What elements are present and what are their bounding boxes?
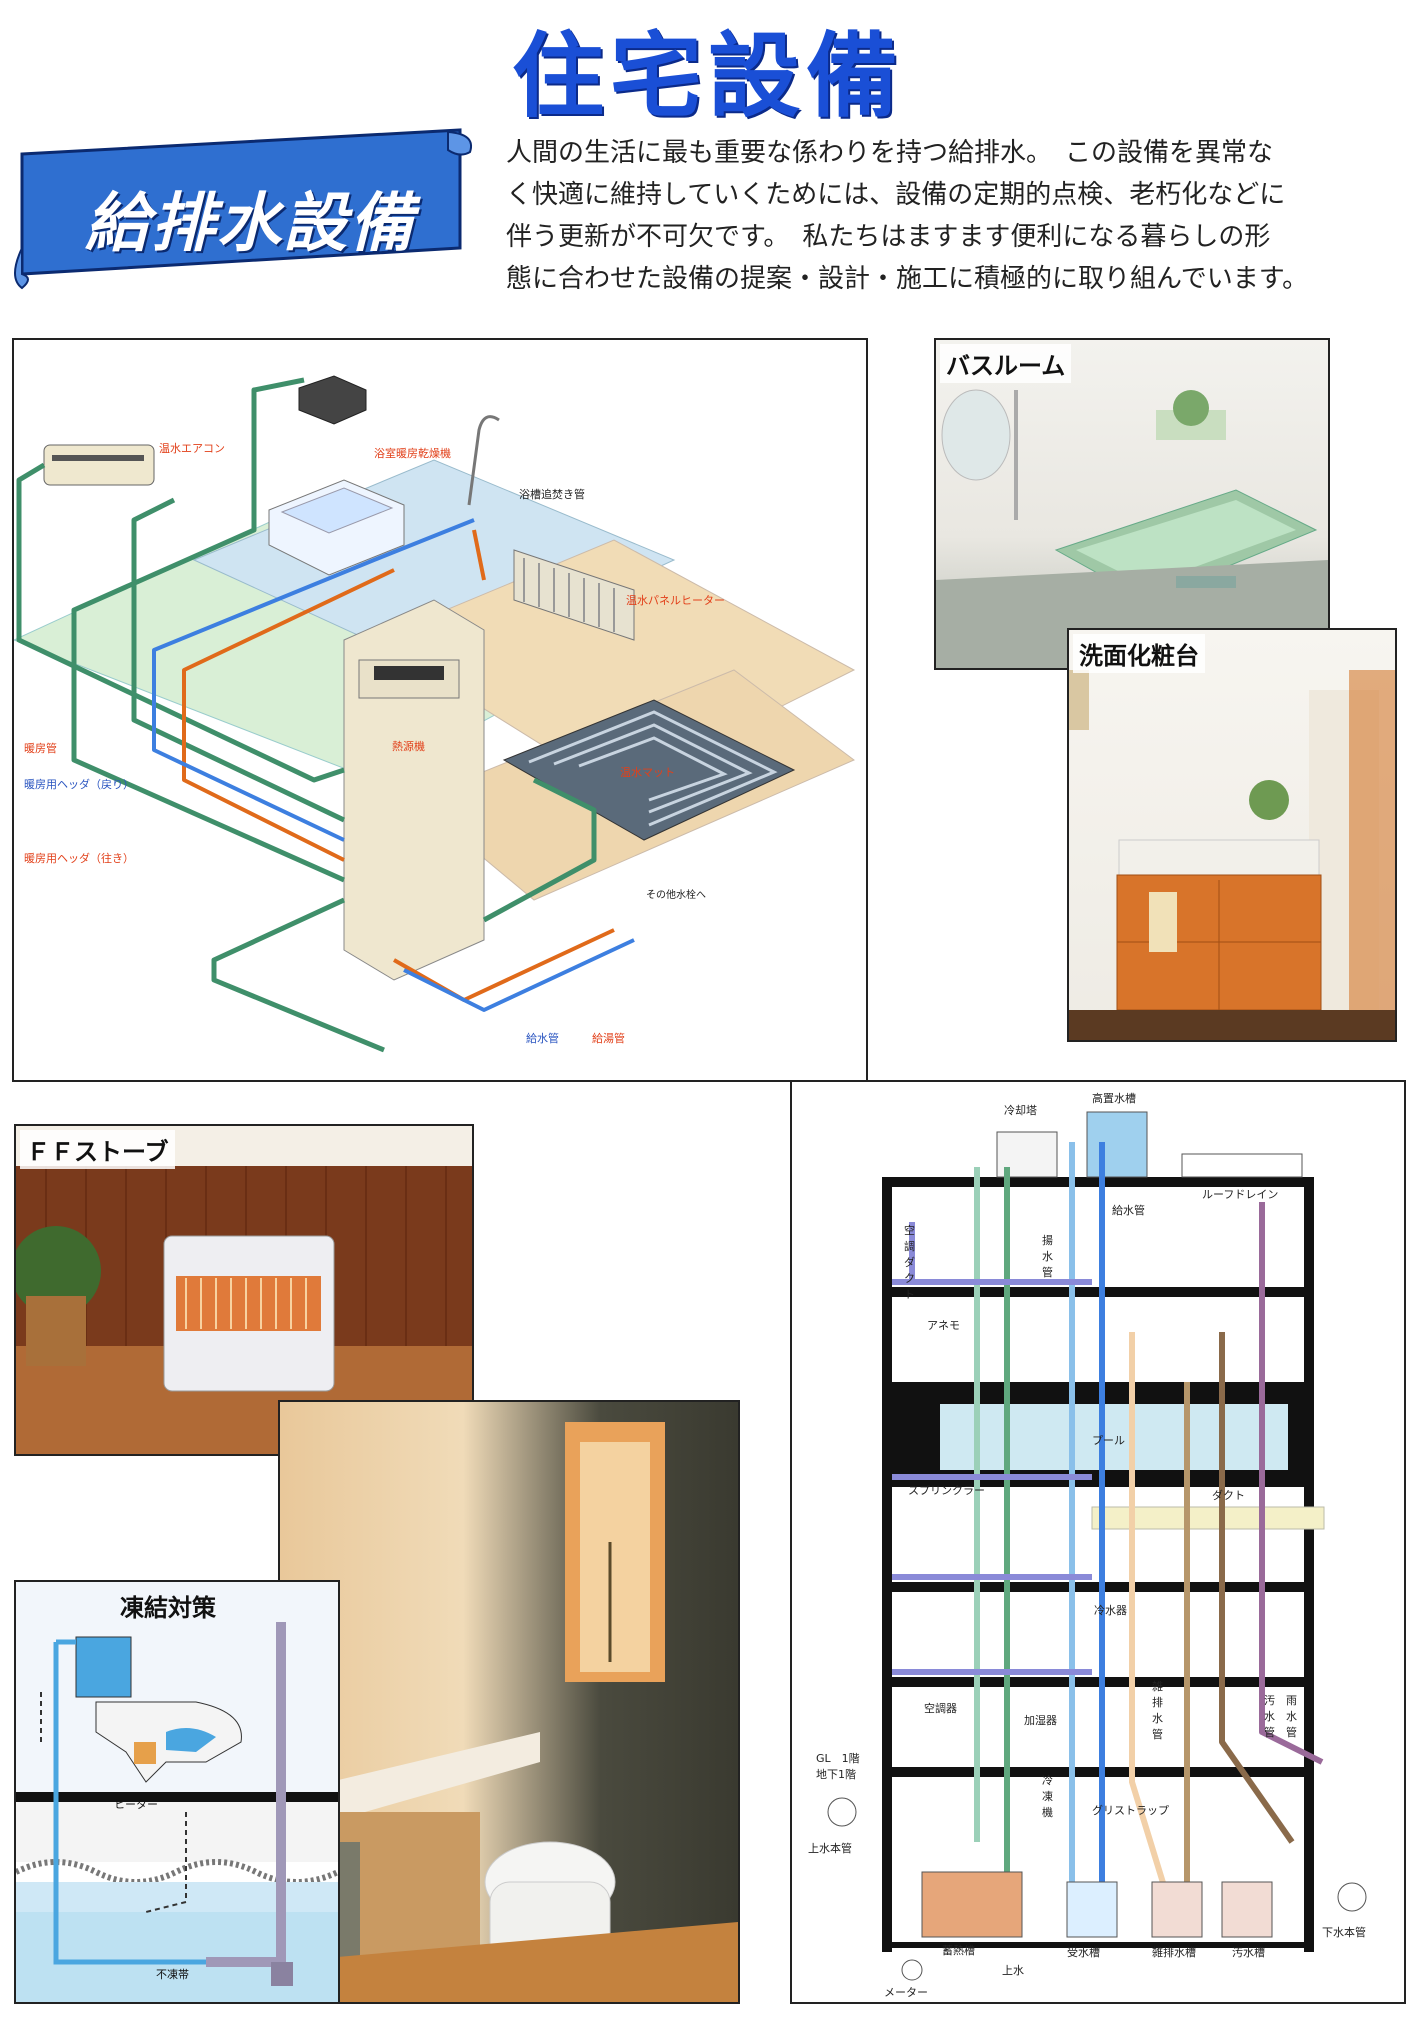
- label-cooling-tower: 冷却塔: [1004, 1104, 1037, 1117]
- intro-line: 人間の生活に最も重要な係わりを持つ給排水。 この設備を異常な: [506, 138, 1274, 168]
- label-hot-mat: 温水マット: [620, 766, 675, 779]
- intro-text: 人間の生活に最も重要な係わりを持つ給排水。 この設備を異常な く快適に維持してい…: [506, 132, 1386, 302]
- label-pool: プール: [1092, 1434, 1125, 1447]
- label-anemo: アネモ: [927, 1319, 960, 1332]
- label-water-cooler: 冷水器: [1094, 1604, 1127, 1617]
- label-sprinkler: スプリンクラー: [908, 1484, 985, 1497]
- label-meter: メーター: [884, 1986, 928, 1999]
- label-bath-pipe: 浴槽追焚き管: [519, 488, 585, 501]
- label-gl-1f: GL 1階: [816, 1752, 860, 1765]
- heating-diagram-art: [14, 375, 856, 1053]
- intro-line: 伴う更新が不可欠です。 私たちはますます便利になる暮らしの形: [506, 222, 1271, 252]
- label-heater: ヒーター: [114, 1798, 158, 1811]
- building-art: [827, 1111, 1367, 1981]
- label-city-water: 上水: [1002, 1964, 1024, 1977]
- label-humidifier: 加湿器: [1024, 1714, 1057, 1727]
- freeze-label: 凍結対策: [120, 1594, 216, 1622]
- label-header-supply: 暖房用ヘッダ（往き）: [24, 852, 134, 865]
- intro-line: く快適に維持していくためには、設備の定期的点検、老朽化などに: [506, 180, 1286, 210]
- label-duct: ダクト: [1212, 1489, 1245, 1502]
- label-other-faucets: その他水栓へ: [646, 890, 706, 901]
- label-non-freeze: 不凍帯: [156, 1968, 189, 1981]
- label-roof-drain: ルーフドレイン: [1202, 1188, 1279, 1201]
- label-header-return: 暖房用ヘッダ（戻り）: [24, 778, 134, 791]
- freeze-art: [16, 1582, 338, 2002]
- bathroom-photo: バスルーム: [934, 338, 1330, 670]
- label-sewer-main: 下水本管: [1322, 1926, 1366, 1939]
- label-chiller: 冷凍機: [1042, 1774, 1053, 1819]
- label-elevated-tank: 高置水槽: [1092, 1092, 1136, 1105]
- vanity-art: [1069, 670, 1395, 1040]
- label-b1f: 地下1階: [816, 1768, 856, 1781]
- label-grease-trap: グリストラップ: [1092, 1804, 1169, 1817]
- label-misc-drain: 雑排水管: [1152, 1680, 1163, 1741]
- label-water-pipe: 給水管: [526, 1032, 559, 1045]
- bathroom-art: [936, 389, 1328, 668]
- label-sewage-tank: 汚水槽: [1232, 1946, 1265, 1959]
- bathroom-label: バスルーム: [940, 344, 1072, 383]
- label-panel-heater: 温水パネルヒーター: [626, 594, 725, 607]
- label-heat-source: 熱源機: [392, 740, 425, 753]
- label-main-water: 上水本管: [808, 1842, 852, 1855]
- vanity-photo: 洗面化粧台: [1067, 628, 1397, 1042]
- label-bath-dryer: 浴室暖房乾燥機: [374, 447, 451, 460]
- vanity-label: 洗面化粧台: [1073, 634, 1205, 673]
- label-supply-pipe: 給水管: [1112, 1204, 1145, 1217]
- label-rain-pipe: 雨水管: [1286, 1694, 1297, 1739]
- toilet-art: [280, 1422, 738, 2002]
- banner-scroll: [14, 128, 472, 290]
- label-exhaust-pipe: 揚水管: [1042, 1234, 1053, 1279]
- label-heating-pipe: 暖房管: [24, 742, 57, 755]
- label-ac-duct: 空調ダクト: [904, 1224, 915, 1301]
- building-water-diagram: 冷却塔 高置水槽 ルーフドレイン 給水管 空調ダクト 揚水管 アネモ プール ダ…: [790, 1080, 1406, 2004]
- heating-system-diagram: 温水エアコン 浴室暖房乾燥機 浴槽追焚き管 温水パネルヒーター 暖房管 暖房用ヘ…: [12, 338, 868, 1082]
- label-aircon: 温水エアコン: [159, 442, 225, 455]
- label-misc-tank: 雑排水槽: [1152, 1946, 1196, 1959]
- label-heat-storage: 蓄熱槽: [942, 1944, 975, 1957]
- page-title: 住宅設備: [511, 23, 904, 130]
- freeze-prevention-diagram: 凍結対策 ヒーター 不凍帯: [14, 1580, 340, 2004]
- label-receiving-tank: 受水槽: [1067, 1946, 1100, 1959]
- ff-stove-label: ＦＦストーブ: [20, 1130, 175, 1169]
- banner-title: 給排水設備: [85, 186, 415, 261]
- toilet-photo: [278, 1400, 740, 2004]
- label-ac-unit: 空調器: [924, 1702, 957, 1715]
- intro-line: 態に合わせた設備の提案・設計・施工に積極的に取り組んでいます。: [506, 264, 1309, 294]
- label-hot-water-pipe: 給湯管: [592, 1032, 625, 1045]
- label-sewage-pipe: 汚水管: [1264, 1694, 1275, 1739]
